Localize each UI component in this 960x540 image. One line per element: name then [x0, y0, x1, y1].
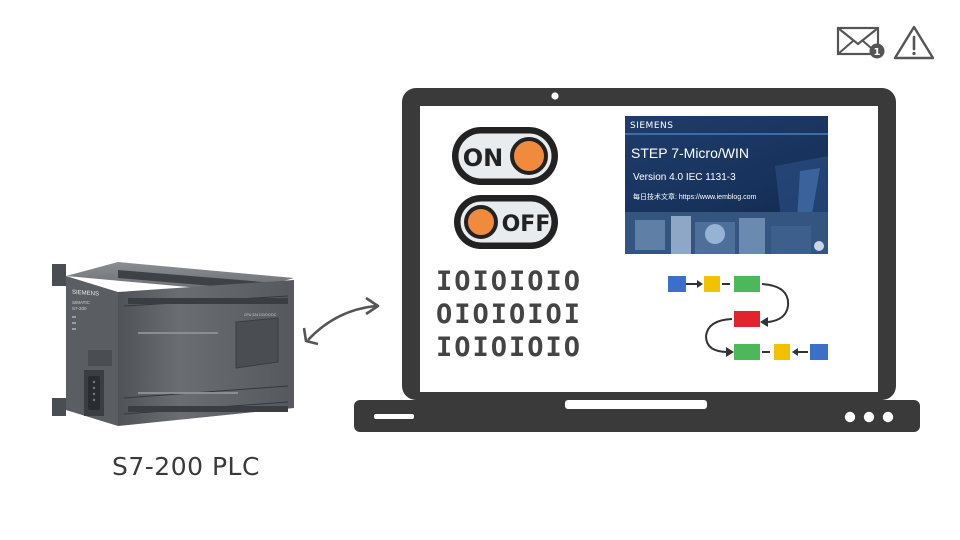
warning-icon[interactable]	[892, 24, 936, 60]
plc-device-image: SIEMENS SIMATIC S7-200 CPU 224 DC/DC/DC	[52, 262, 294, 426]
plc-port-label: CPU 224 DC/DC/DC	[244, 313, 277, 317]
flow-block-yellow-2	[774, 344, 790, 360]
off-switch-knob	[464, 205, 498, 239]
flow-block-yellow-1	[704, 276, 720, 292]
plc-model-line2: S7-200	[72, 306, 87, 311]
on-switch-knob	[510, 137, 548, 175]
plc-brand: SIEMENS	[72, 290, 99, 298]
connection-arrow	[302, 296, 380, 346]
splash-brand: SIEMENS	[630, 121, 674, 131]
flow-block-green-2	[734, 344, 760, 360]
flow-block-blue-2	[810, 344, 828, 360]
mail-icon[interactable]: 1	[836, 22, 886, 60]
on-switch-label: ON	[463, 144, 504, 172]
flow-block-blue-1	[668, 276, 686, 292]
splash-divider	[625, 133, 828, 135]
splash-url: 每日技术文章: https://www.iemblog.com	[633, 194, 757, 201]
off-switch-label: OFF	[502, 212, 551, 237]
process-flow-diagram	[668, 276, 828, 360]
plc-caption: S7-200 PLC	[112, 452, 260, 481]
flow-block-green-1	[734, 276, 760, 292]
plc-model-line1: SIMATIC	[72, 300, 91, 305]
binary-row-3: IOIOIOIO	[436, 332, 583, 363]
mail-badge-count: 1	[874, 47, 881, 58]
flow-block-red	[734, 311, 760, 327]
software-splash: SIEMENS STEP 7-Micro/WIN Version 4.0 IEC…	[625, 116, 828, 254]
on-switch[interactable]: ON	[450, 125, 560, 187]
splash-art	[625, 156, 828, 254]
splash-version: Version 4.0 IEC 1131-3	[633, 172, 736, 183]
binary-row-2: OIOIOIOI	[436, 299, 583, 330]
splash-title: STEP 7-Micro/WIN	[631, 145, 749, 161]
binary-row-1: IOIOIOIO	[436, 266, 583, 297]
off-switch[interactable]: OFF	[452, 193, 560, 251]
